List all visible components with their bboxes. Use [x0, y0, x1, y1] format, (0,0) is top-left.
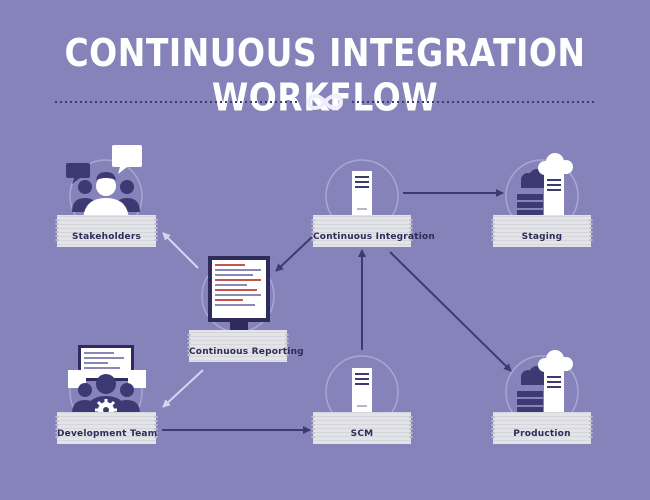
continuous-reporting-label: Continuous Reporting	[189, 347, 304, 357]
arrow-ci-to-reporting	[275, 236, 313, 272]
infinity-icon	[306, 94, 344, 110]
staging-node	[491, 153, 593, 247]
developers-icon	[68, 345, 146, 421]
stakeholders-node	[55, 145, 158, 247]
cloud-server-icon	[517, 153, 573, 220]
stakeholders-icon	[66, 145, 142, 222]
development-team-label: Development Team	[57, 429, 158, 439]
continuous-integration-node	[311, 159, 413, 247]
server-icon	[352, 368, 372, 416]
development-team-node	[55, 345, 158, 444]
arrow-reporting-to-devteam	[162, 369, 204, 408]
staging-label: Staging	[521, 232, 563, 242]
production-label: Production	[513, 429, 571, 439]
cloud-server-icon	[517, 350, 573, 417]
server-icon	[352, 171, 372, 219]
continuous-integration-label: Continuous Integration	[313, 232, 435, 242]
arrow-reporting-to-stakeholders	[162, 232, 199, 269]
arrow-ci-to-production	[389, 251, 512, 372]
report-monitor-icon	[208, 256, 270, 332]
production-node	[491, 350, 593, 444]
scm-label: SCM	[350, 429, 374, 439]
scm-node	[311, 355, 413, 444]
stakeholders-label: Stakeholders	[71, 232, 142, 242]
diagram-title: CONTINUOUS INTEGRATION WORKFLOW	[64, 30, 586, 120]
continuous-reporting-node	[187, 256, 289, 362]
